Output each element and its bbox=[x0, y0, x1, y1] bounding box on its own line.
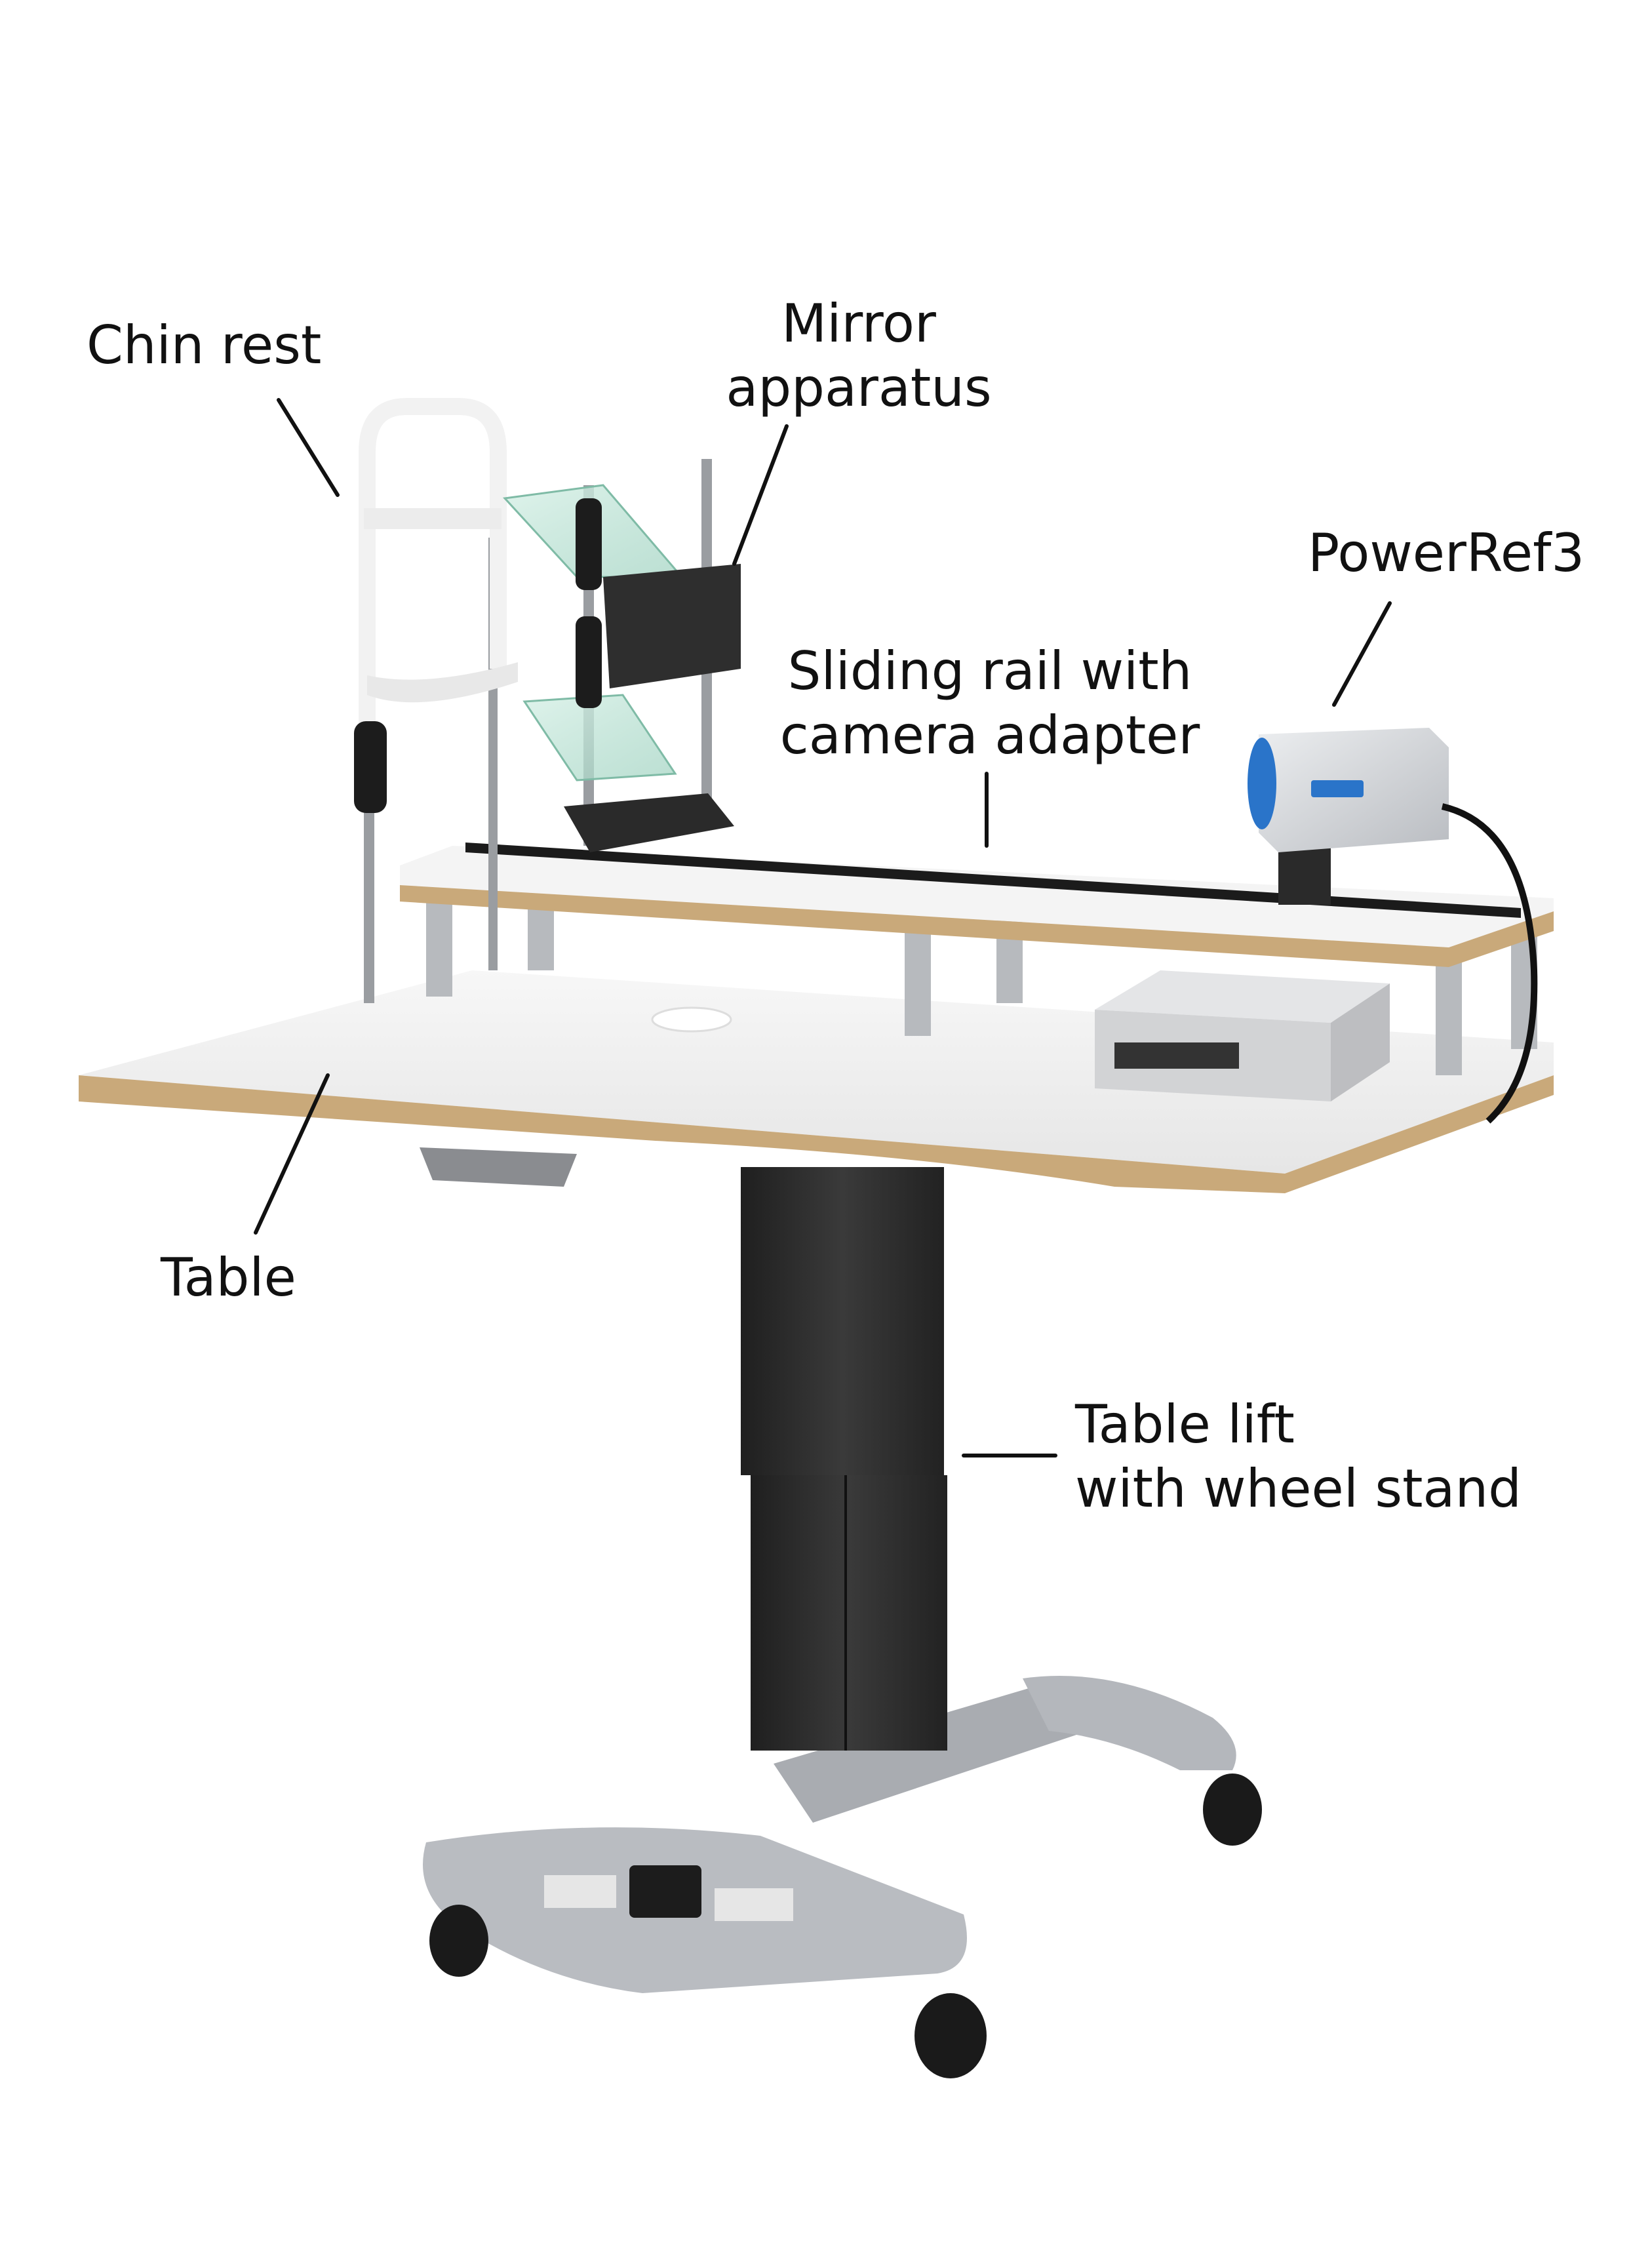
control-box-top bbox=[1095, 970, 1390, 1023]
chin-rest-band bbox=[364, 508, 502, 529]
leader-powerref3 bbox=[1332, 601, 1392, 707]
leader-table bbox=[254, 1073, 330, 1235]
type-plate-right bbox=[715, 1888, 793, 1921]
mirror-knob-lower bbox=[576, 616, 602, 708]
type-plate-left bbox=[544, 1875, 616, 1908]
chin-rest bbox=[354, 398, 518, 1003]
control-box-ports bbox=[1114, 1042, 1239, 1069]
label-table-lift: Table lift with wheel stand bbox=[1075, 1393, 1522, 1521]
camera-logo-badge bbox=[1311, 780, 1364, 797]
lift-column-upper bbox=[741, 1167, 944, 1475]
label-sliding-rail: Sliding rail with camera adapter bbox=[774, 639, 1206, 768]
mirror-base-block bbox=[564, 793, 734, 852]
base-rear-foot bbox=[1023, 1676, 1236, 1770]
sliding-rail-bar bbox=[465, 843, 1521, 918]
caster-rear-right bbox=[1203, 1774, 1262, 1846]
mirror-knob-upper bbox=[576, 498, 602, 590]
label-mirror-apparatus-line1: Mirror bbox=[781, 293, 936, 354]
label-table-lift-line2: with wheel stand bbox=[1075, 1458, 1522, 1519]
label-mirror-apparatus-line2: apparatus bbox=[726, 357, 992, 418]
label-chin-rest: Chin rest bbox=[87, 313, 321, 378]
lift-column-lower bbox=[751, 1475, 947, 1751]
shelf-surface bbox=[400, 846, 1554, 947]
mirror-black-panel bbox=[603, 564, 741, 688]
shelf-post-3 bbox=[905, 918, 931, 1036]
mirror-apparatus bbox=[502, 459, 741, 852]
label-table: Table bbox=[161, 1246, 296, 1310]
label-sliding-rail-line1: Sliding rail with bbox=[787, 641, 1192, 702]
control-box-side bbox=[1331, 983, 1390, 1101]
height-control-switch bbox=[420, 1147, 577, 1187]
shelf-post-5 bbox=[1436, 957, 1462, 1075]
label-table-lift-line1: Table lift bbox=[1075, 1394, 1295, 1455]
caster-front-left bbox=[429, 1905, 488, 1977]
leader-mirror-apparatus bbox=[732, 424, 789, 566]
cable-grommet bbox=[651, 1006, 732, 1033]
power-socket bbox=[629, 1865, 701, 1918]
chin-rest-cup bbox=[367, 662, 518, 703]
label-table-text: Table bbox=[161, 1247, 296, 1308]
caster-front-right bbox=[914, 1993, 987, 2078]
powerref3-camera bbox=[1248, 728, 1538, 1124]
label-chin-rest-text: Chin rest bbox=[87, 315, 322, 376]
chin-rest-knob bbox=[354, 721, 387, 813]
label-mirror-apparatus: Mirror apparatus bbox=[721, 292, 996, 420]
shelf-post-1 bbox=[426, 898, 452, 997]
leader-chin-rest bbox=[277, 398, 340, 497]
control-box bbox=[1095, 970, 1390, 1101]
camera-mount bbox=[1278, 846, 1331, 905]
wheel-stand bbox=[423, 1676, 1262, 2078]
label-powerref3-text: PowerRef3 bbox=[1308, 523, 1585, 584]
mirror-lower-glass bbox=[522, 694, 677, 782]
shelf-edge bbox=[400, 885, 1554, 967]
label-sliding-rail-line2: camera adapter bbox=[779, 705, 1200, 766]
leader-lines bbox=[254, 398, 1392, 1457]
camera-lens-ring bbox=[1248, 738, 1276, 829]
camera-cable bbox=[1441, 803, 1538, 1124]
table-lift-column bbox=[741, 1167, 947, 1751]
chin-rest-frame bbox=[359, 398, 507, 728]
label-powerref3: PowerRef3 bbox=[1308, 521, 1584, 585]
